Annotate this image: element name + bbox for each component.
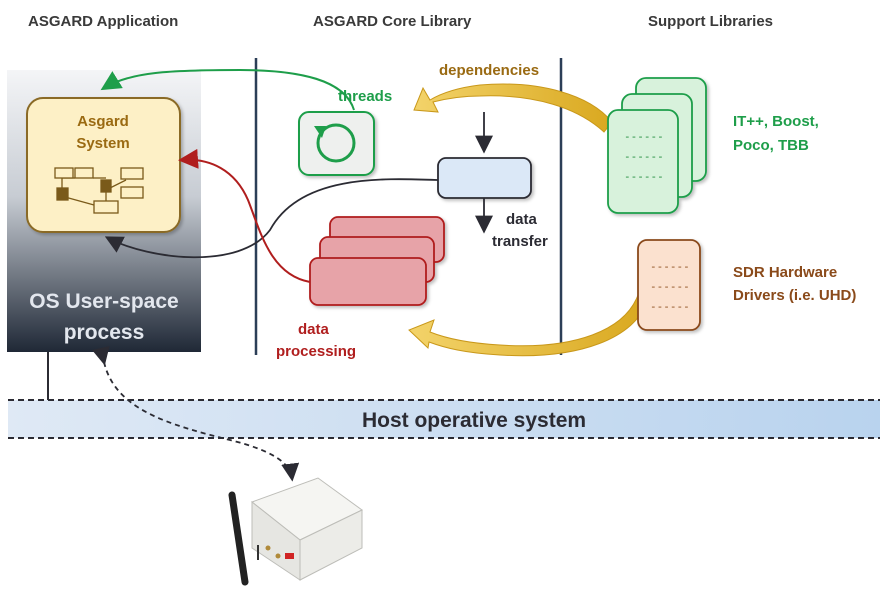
dependencies-label: dependencies <box>439 62 539 79</box>
header-core-library: ASGARD Core Library <box>313 13 472 30</box>
document-lines-2: ------ <box>624 150 664 163</box>
generic-libraries-label-line1: IT++, Boost, <box>733 113 819 130</box>
asgard-system-label-line1: Asgard <box>77 113 129 130</box>
dependencies-arrow-bottom <box>408 294 649 357</box>
data-processing-label-line2: processing <box>276 343 356 360</box>
header-support-libraries: Support Libraries <box>648 13 773 30</box>
document-lines-3: ------ <box>624 170 664 183</box>
data-transfer-label-line2: transfer <box>492 233 548 250</box>
data-transfer-box <box>437 157 532 199</box>
dependencies-arrow-top <box>413 83 613 133</box>
threads-box <box>298 111 375 176</box>
sdr-document-lines-3: ------ <box>650 300 690 313</box>
data-processing-stack <box>309 216 445 306</box>
sdr-hardware-device-image <box>228 477 363 586</box>
sdr-document-lines-2: ------ <box>650 280 690 293</box>
processing-to-system-arrow <box>178 148 311 283</box>
asgard-system-label-line2: System <box>76 135 129 152</box>
data-transfer-label-line1: data <box>506 211 538 228</box>
document-lines-1: ------ <box>624 130 664 143</box>
generic-libraries-document-stack <box>607 77 707 214</box>
sdr-drivers-document <box>637 239 701 331</box>
header-application: ASGARD Application <box>28 13 178 30</box>
cycle-icon <box>314 123 356 163</box>
sdr-drivers-label-line2: Drivers (i.e. UHD) <box>733 287 856 304</box>
component-graph-icon <box>54 167 144 214</box>
sdr-document-lines-1: ------ <box>650 260 690 273</box>
generic-libraries-label-line2: Poco, TBB <box>733 137 809 154</box>
os-process-label-line1: OS User-space <box>29 290 178 313</box>
host-os-label: Host operative system <box>362 409 586 432</box>
os-process-label-line2: process <box>64 321 145 344</box>
data-processing-label-line1: data <box>298 321 330 338</box>
sdr-drivers-label-line1: SDR Hardware <box>733 264 837 281</box>
threads-arrow <box>100 68 355 111</box>
threads-label: threads <box>338 88 392 105</box>
transfer-to-system-arrow <box>104 178 439 259</box>
